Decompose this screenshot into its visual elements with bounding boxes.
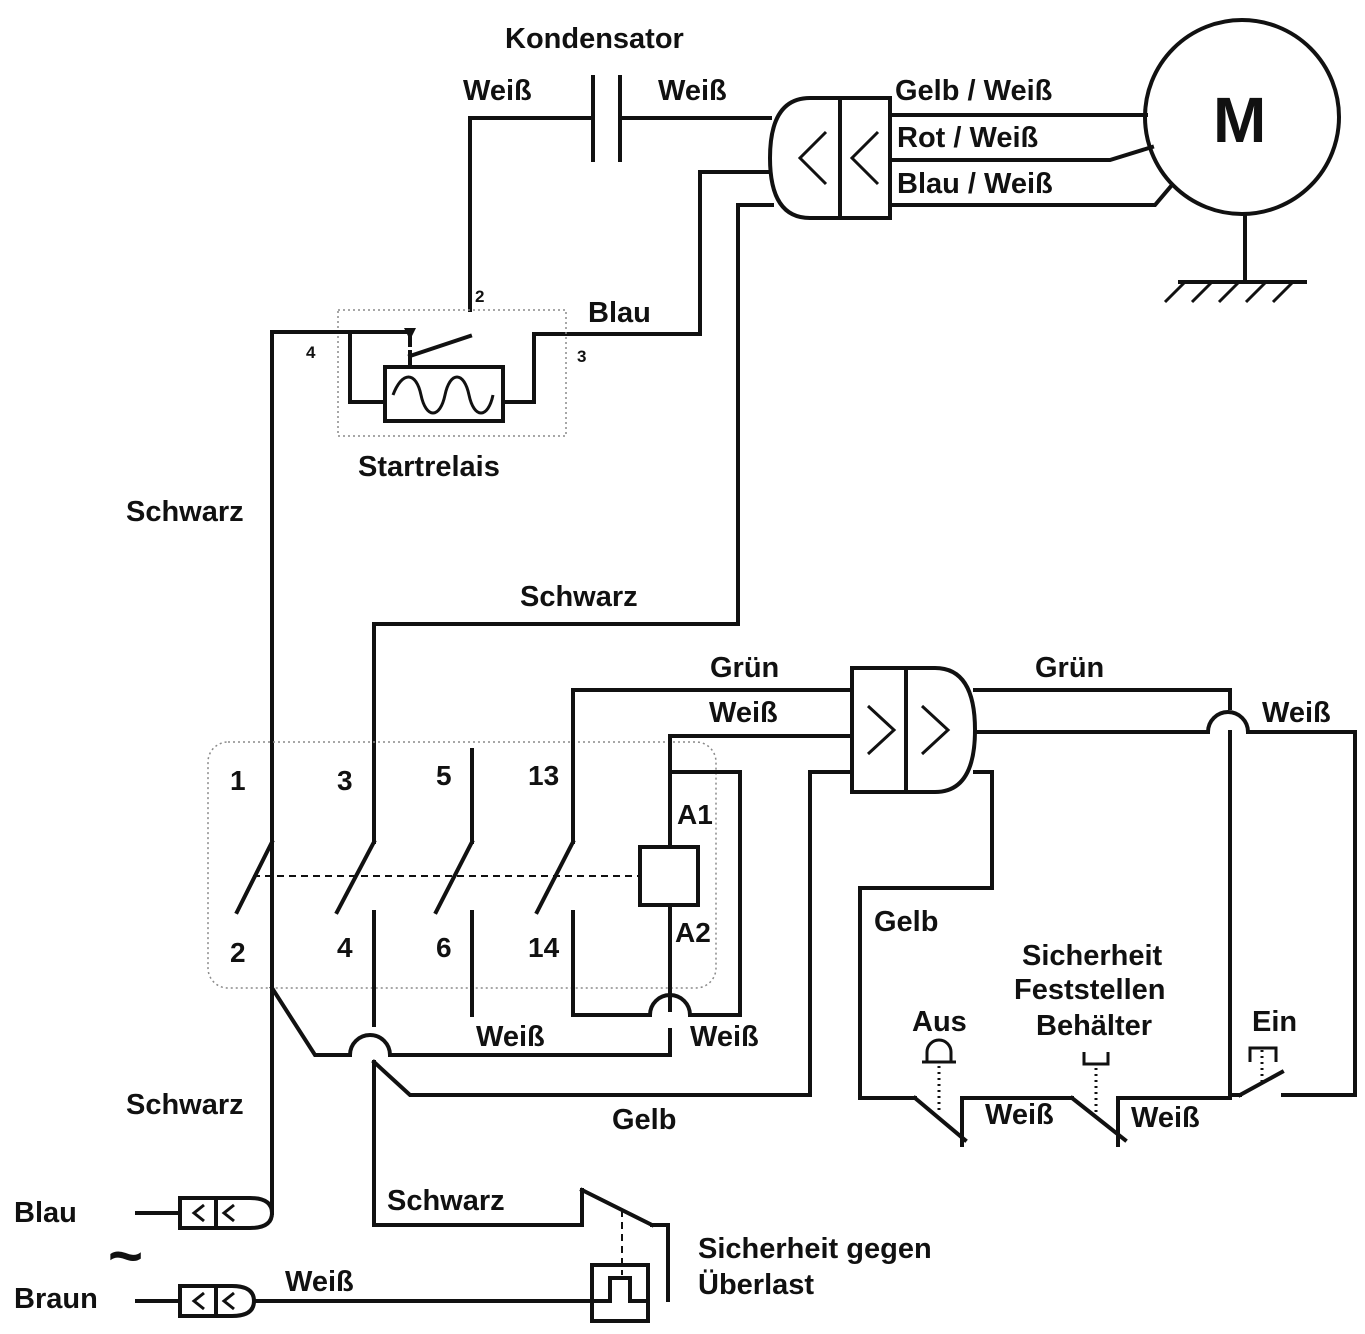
contact-3: 3 — [337, 765, 353, 796]
coil-a1: A1 — [677, 799, 713, 830]
label-weiss-mid: Weiß — [709, 697, 778, 729]
switch-aus — [922, 1038, 956, 1112]
capacitor — [591, 75, 622, 162]
label-braun-plug: Braun — [14, 1283, 98, 1315]
start-relay — [270, 309, 567, 1030]
label-schwarz-bottom-mid: Schwarz — [387, 1185, 505, 1217]
overload-protection — [590, 1210, 650, 1323]
label-cap-right: Weiß — [658, 75, 727, 107]
label-blau-plug: Blau — [14, 1197, 77, 1229]
contact-6: 6 — [436, 932, 452, 963]
label-schwarz-left: Schwarz — [126, 496, 244, 528]
plug-braun — [135, 1284, 598, 1318]
label-weiss-switch-1: Weiß — [985, 1099, 1054, 1131]
wires-top — [372, 113, 1175, 844]
relay-pin-2: 2 — [475, 287, 484, 306]
label-sicherheit-1: Sicherheit — [1022, 940, 1163, 972]
switch-behaelter — [1082, 1052, 1110, 1114]
motor-letter: M — [1213, 84, 1266, 156]
label-schwarz-bottom-left: Schwarz — [126, 1089, 244, 1121]
label-cap-left: Weiß — [463, 75, 532, 107]
label-ein: Ein — [1252, 1006, 1297, 1038]
label-sicherheit-3: Behälter — [1036, 1010, 1152, 1042]
wires-control — [269, 688, 854, 1302]
label-blau-top: Blau — [588, 297, 651, 329]
contact-2: 2 — [230, 937, 246, 968]
label-weiss-bottom-1: Weiß — [476, 1021, 545, 1053]
labels: Kondensator Weiß Weiß M Gelb / Weiß Rot … — [14, 23, 1331, 1315]
label-gruen-right: Grün — [1035, 652, 1104, 684]
label-gelb-bottom: Gelb — [612, 1104, 676, 1136]
contact-5: 5 — [436, 760, 452, 791]
wires-right — [858, 688, 1357, 1147]
label-weiss-right: Weiß — [1262, 697, 1331, 729]
label-gelb-weiss: Gelb / Weiß — [895, 75, 1052, 107]
label-aus: Aus — [912, 1006, 967, 1038]
label-weiss-bottom-2: Weiß — [690, 1021, 759, 1053]
label-schwarz-mid: Schwarz — [520, 581, 638, 613]
contact-4: 4 — [337, 932, 353, 963]
contact-14: 14 — [528, 932, 560, 963]
label-weiss-plug: Weiß — [285, 1266, 354, 1298]
contact-1: 1 — [230, 765, 246, 796]
control-connector — [850, 666, 978, 794]
label-tilde: ~ — [108, 1222, 143, 1289]
label-overload-1: Sicherheit gegen — [698, 1233, 932, 1265]
switch-ein — [1248, 1046, 1278, 1082]
label-weiss-switch-2: Weiß — [1131, 1102, 1200, 1134]
plug-blau — [135, 1183, 275, 1230]
coil-a2: A2 — [675, 917, 711, 948]
relay-pin-3: 3 — [577, 347, 586, 366]
label-gelb-right: Gelb — [874, 906, 938, 938]
label-gruen-left: Grün — [710, 652, 779, 684]
label-rot-weiss: Rot / Weiß — [897, 122, 1038, 154]
label-overload-2: Überlast — [698, 1268, 814, 1301]
contact-13: 13 — [528, 760, 559, 791]
label-blau-weiss: Blau / Weiß — [897, 168, 1053, 200]
contactor — [207, 740, 717, 1187]
motor — [1143, 18, 1341, 304]
relay-pin-4: 4 — [306, 343, 316, 362]
label-startrelais: Startrelais — [358, 451, 500, 483]
motor-connector — [767, 96, 892, 220]
label-sicherheit-2: Feststellen — [1014, 974, 1166, 1006]
label-kondensator: Kondensator — [505, 23, 684, 55]
